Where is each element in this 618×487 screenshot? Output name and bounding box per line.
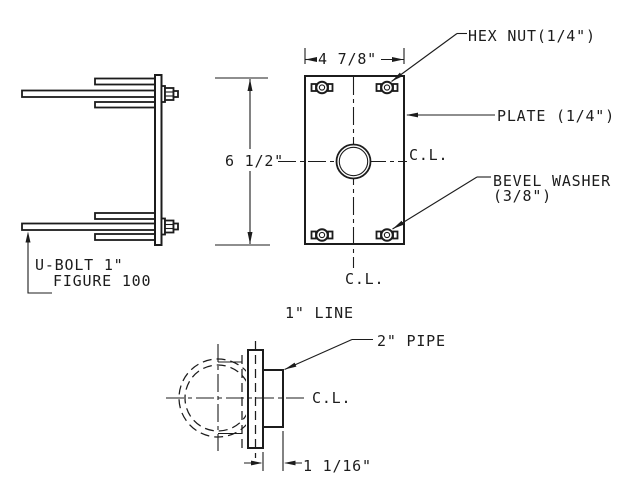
height-dimension-label: 6 1/2" (225, 152, 284, 170)
bolt-bottom-right (375, 228, 399, 242)
center-hole-inner (338, 146, 369, 177)
line-size-label: 1" LINE (285, 304, 354, 322)
centerline-right-label: C.L. (409, 146, 448, 164)
upper-hex-nut-side (160, 85, 179, 103)
protrusion-dimension-label: 1 1/16" (303, 457, 372, 475)
lower-hex-nut-side (160, 217, 179, 236)
plate-edge-view (154, 74, 163, 246)
width-dimension-label: 4 7/8" (318, 50, 377, 68)
side-view-ubolt: U-BOLT 1" FIGURE 100 (21, 74, 179, 294)
bolt-bottom-left (310, 228, 334, 242)
bevel-washer-label-line2: (3/8") (493, 187, 552, 205)
bottom-view-pipe: 1" LINE C.L. 2" PIPE (166, 304, 446, 475)
ubolt-leader-line (27, 242, 52, 294)
bolt-top-left (310, 80, 334, 95)
lower-washer-bar-top (94, 212, 156, 220)
protrusion-dimension: 1 1/16" (244, 431, 372, 475)
front-view-plate: 4 7/8" 6 1/2" HEX NUT(1/4") PLATE (1/4") (215, 27, 615, 288)
center-hole-outer (335, 143, 372, 180)
plate-label: PLATE (1/4") (497, 107, 615, 125)
centerline-bottom-label: C.L. (345, 270, 384, 288)
height-dimension: 6 1/2" (215, 77, 284, 246)
pipe-size-label: 2" PIPE (377, 332, 446, 350)
pipe-hidden-circle-inner (184, 364, 246, 432)
upper-washer-bar-top (94, 77, 156, 86)
lower-washer-bar-bottom (94, 233, 156, 241)
ubolt-label: U-BOLT 1" (35, 256, 123, 274)
hex-nut-callout: HEX NUT(1/4") (391, 27, 596, 82)
lower-ubolt-leg (21, 222, 156, 231)
hex-nut-label: HEX NUT(1/4") (468, 27, 596, 45)
upper-washer-bar-bottom (94, 101, 156, 109)
width-dimension: 4 7/8" (304, 48, 405, 68)
bevel-washer-label-line1: BEVEL WASHER (493, 172, 611, 190)
bolt-top-right (375, 80, 399, 95)
figure-label: FIGURE 100 (53, 272, 151, 290)
upper-ubolt-leg (21, 89, 156, 98)
plate-callout: PLATE (1/4") (406, 107, 615, 125)
ubolt-leader-arrowhead (25, 231, 31, 243)
pipe-centerline-label: C.L. (312, 389, 351, 407)
pipe-callout: 2" PIPE (284, 332, 446, 371)
bevel-washer-callout: BEVEL WASHER (3/8") (392, 172, 611, 230)
